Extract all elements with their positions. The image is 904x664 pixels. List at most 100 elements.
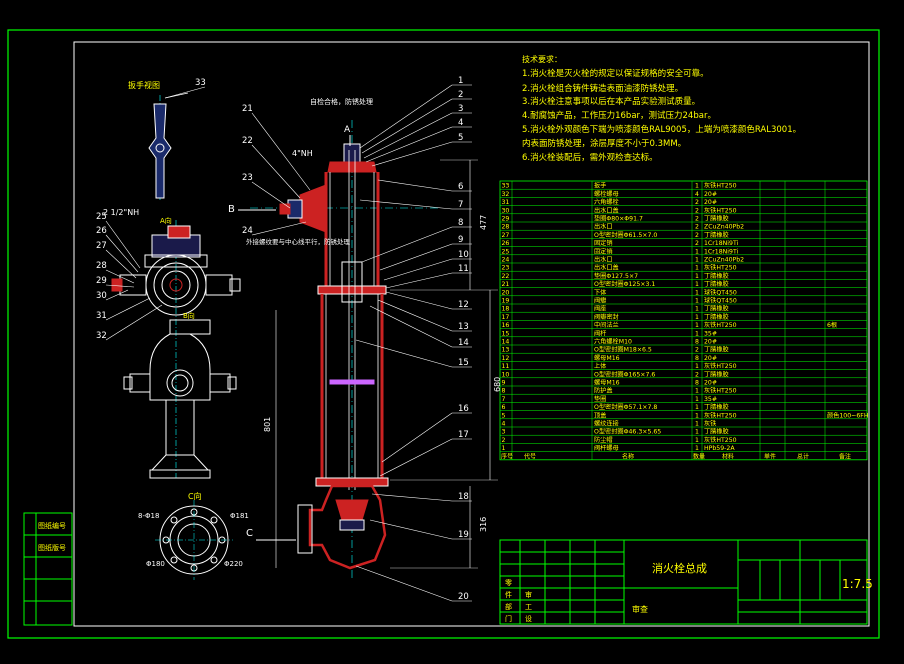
bom-cell-qty: 1 xyxy=(695,289,699,296)
bom-cell-qty: 2 xyxy=(695,207,699,214)
bom-cell-qty: 2 xyxy=(695,199,699,206)
bom-cell-no: 24 xyxy=(502,257,510,264)
tech-requirements: 技术要求： 1.消火栓是灭火栓的规定以保证规格的安全可靠。 2.消火栓组合铸件铸… xyxy=(522,54,801,163)
bom-header-cell: 材料 xyxy=(722,452,734,460)
callout-4: 4 xyxy=(458,118,463,128)
outer-frame xyxy=(7,29,880,639)
bom-cell-name: O型密封圈Φ46.3×5.65 xyxy=(594,428,661,436)
bom-cell-no: 33 xyxy=(502,183,510,190)
bom-cell-mat: 丁腈橡胶 xyxy=(704,231,729,239)
bom-cell-name: 出水口盖 xyxy=(594,264,619,272)
bom-cell-mat: 灰铁HT250 xyxy=(704,411,737,419)
callout-1: 1 xyxy=(458,76,463,86)
bom-cell-no: 22 xyxy=(502,273,510,280)
left-strip: 图纸编号 图纸版号 xyxy=(23,512,73,626)
callout-6: 6 xyxy=(458,182,463,192)
bom-cell-qty: 1 xyxy=(695,363,699,370)
handle-view: 扳手视图 xyxy=(128,80,189,200)
bom-cell-mat: 球铁QT450 xyxy=(704,297,737,305)
bom-cell-mat: 灰铁HT250 xyxy=(704,182,737,190)
dim-680: 680 xyxy=(493,377,502,392)
bom-cell-no: 19 xyxy=(502,298,510,305)
b-view: B向 xyxy=(123,311,237,479)
bom-cell-no: 12 xyxy=(502,355,510,362)
bom-cell-qty: 4 xyxy=(695,191,699,198)
bom-cell-name: 阀杆 xyxy=(594,329,606,337)
bom-cell-qty: 2 xyxy=(695,216,699,223)
bom-cell-qty: 1 xyxy=(695,330,699,337)
drawing-scale: 1:7.5 xyxy=(842,577,873,591)
bom-cell-no: 25 xyxy=(502,248,510,255)
bom-cell-mat: 球铁QT450 xyxy=(704,288,737,296)
note-center: 自检合格，防锈处理 xyxy=(310,97,373,106)
bom-cell-qty: 2 xyxy=(695,224,699,231)
tb-label-7: 设 xyxy=(525,614,532,623)
b-view-label: B向 xyxy=(183,311,195,320)
bom-cell-qty: 1 xyxy=(695,396,699,403)
bom-cell-qty: 2 xyxy=(695,347,699,354)
callout-18: 18 xyxy=(458,492,469,502)
bom-cell-qty: 2 xyxy=(695,232,699,239)
tech-line-5: 5.消火栓外观颜色下端为喷漆颜色RAL9005，上端为喷漆颜色RAL3001。 xyxy=(522,124,801,135)
bom-cell-name: 螺栓螺母 xyxy=(594,190,619,198)
bom-cell-no: 13 xyxy=(502,347,510,354)
bom-cell-no: 6 xyxy=(502,404,506,411)
bom-cell-qty: 1 xyxy=(695,445,699,452)
bom-cell-no: 16 xyxy=(502,322,510,329)
callout-21: 21 xyxy=(242,104,253,114)
bom-cell-no: 7 xyxy=(502,396,506,403)
callout-5: 5 xyxy=(458,133,463,143)
callout-27: 27 xyxy=(96,241,107,251)
bom-cell-mat: 灰铁HT250 xyxy=(704,321,737,329)
bom-cell-name: 阀杆螺母 xyxy=(594,444,619,452)
bom-cell-name: O型密封圈Φ165×7.6 xyxy=(594,370,655,378)
callout-8: 8 xyxy=(458,218,463,228)
bom-cell-mat: 丁腈橡胶 xyxy=(704,346,729,354)
dim-801: 801 xyxy=(263,417,272,432)
bom-cell-no: 31 xyxy=(502,199,510,206)
bom-cell-name: 六角螺栓 xyxy=(594,198,619,206)
review-label: 审查 xyxy=(632,604,648,614)
bom-cell-name: 阀座 xyxy=(594,305,606,313)
tb-label-1: 零 xyxy=(505,579,512,587)
bom-cell-no: 4 xyxy=(502,421,506,428)
callout-14: 14 xyxy=(458,338,469,348)
bom-cell-mat: 1Cr18Ni9Ti xyxy=(704,240,739,247)
bom-cell-mat: 35# xyxy=(704,330,717,337)
inner-frame xyxy=(73,41,870,627)
bom-cell-name: O型密封圈Φ57.1×7.8 xyxy=(594,403,657,411)
callout-29: 29 xyxy=(96,276,107,286)
bom-cell-name: 垫圈Φ127.5×7 xyxy=(594,272,638,280)
bom-cell-no: 17 xyxy=(502,314,510,321)
callout-22: 22 xyxy=(242,136,253,146)
bom-cell-name: O型密封圈Φ125×3.1 xyxy=(594,280,655,288)
bom-cell-mat: 1Cr18Ni9Ti xyxy=(704,248,739,255)
callout-24: 24 xyxy=(242,226,253,236)
bom-cell-mat: 丁腈橡胶 xyxy=(704,280,729,288)
bom-cell-mat: 灰铁HT250 xyxy=(704,436,737,444)
bom-header-cell: 总计 xyxy=(797,452,809,460)
bom-cell-name: 垫圈Φ80×Φ91.7 xyxy=(594,215,643,223)
bom-cell-qty: 1 xyxy=(695,281,699,288)
bom-cell-mat: 灰铁HT250 xyxy=(704,387,737,395)
bom-cell-mat: 灰铁HT250 xyxy=(704,206,737,214)
section-view: A B C 自检合格，防锈处理 4"NH 外接螺纹要与中心线平行，防锈处理 47… xyxy=(228,97,502,580)
c-mark: C xyxy=(246,528,253,539)
callout-9: 9 xyxy=(458,235,463,245)
callout-28: 28 xyxy=(96,261,107,271)
bom-cell-name: 阀瓣 xyxy=(594,297,606,305)
dim-477: 477 xyxy=(479,215,488,230)
tb-label-6: 工 xyxy=(525,603,532,611)
bom-cell-qty: 2 xyxy=(695,371,699,378)
bom-cell-mat: ZCuZn40Pb2 xyxy=(704,224,744,231)
tb-label-2: 件 xyxy=(505,590,512,599)
bom-cell-qty: 1 xyxy=(695,273,699,280)
bom-cell-name: 出水口 xyxy=(594,256,613,264)
bom-cell-name: 固定销 xyxy=(594,239,613,247)
title-block: 消火栓总成 1:7.5 审查 零 件 部 门 审 工 设 xyxy=(499,539,873,625)
bom-cell-qty: 1 xyxy=(695,437,699,444)
bom-cell-qty: 8 xyxy=(695,339,699,346)
tb-label-5: 审 xyxy=(525,590,532,599)
bom-cell-qty: 1 xyxy=(695,412,699,419)
